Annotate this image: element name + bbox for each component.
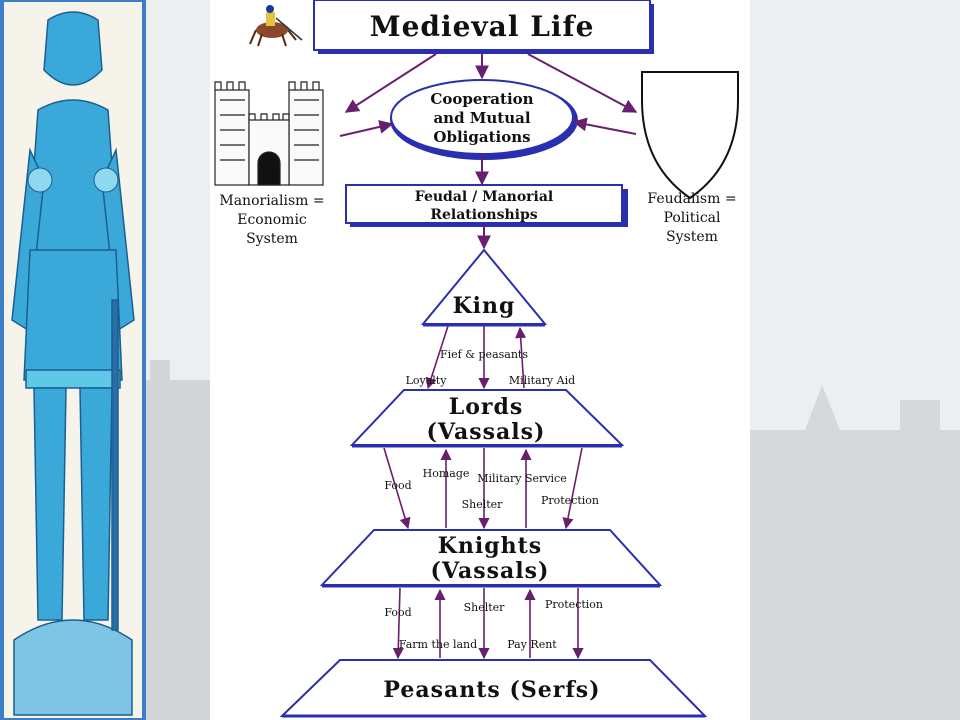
- military-aid-label: Military Aid: [509, 374, 575, 387]
- tier-king: King: [420, 248, 548, 327]
- knight-on-horse-icon: [249, 5, 303, 47]
- lk-shelter-label: Shelter: [462, 498, 504, 511]
- manorialism-caption-1: Manorialism =: [219, 193, 324, 209]
- knights-label-1: Knights: [438, 533, 542, 559]
- manorialism-caption-3: System: [246, 231, 298, 247]
- loyalty-label: Loyalty: [406, 374, 448, 387]
- feudalism-caption-3: System: [666, 229, 718, 245]
- lords-label-2: (Vassals): [427, 419, 546, 445]
- king-lords-arrows: [425, 325, 527, 390]
- knight-figure-strip: [0, 0, 146, 720]
- oval-line-1: Cooperation: [430, 90, 533, 108]
- homage-label: Homage: [423, 467, 470, 480]
- tier-knights: Knights (Vassals): [319, 529, 663, 588]
- title-box: Medieval Life: [313, 0, 654, 54]
- feudalism-caption-2: Political: [663, 210, 721, 226]
- castle-icon: [214, 81, 324, 186]
- feudal-manorial-banner: Feudal / Manorial Relationships: [345, 184, 628, 227]
- banner-line-1: Feudal / Manorial: [415, 189, 553, 205]
- manorialism-caption-2: Economic: [237, 212, 307, 228]
- fief-label: Fief & peasants: [440, 348, 528, 361]
- page-title: Medieval Life: [370, 10, 595, 43]
- peasants-label: Peasants (Serfs): [383, 677, 600, 703]
- military-service-label: Military Service: [477, 472, 566, 485]
- tier-lords: Lords (Vassals): [349, 389, 625, 448]
- banner-line-2: Relationships: [430, 207, 537, 223]
- lk-food-label: Food: [384, 479, 411, 492]
- castle-silhouette-right: [750, 385, 960, 720]
- kp-food-label: Food: [384, 606, 411, 619]
- shield-icon: [641, 71, 739, 200]
- cooperation-oval: Cooperation and Mutual Obligations: [390, 79, 578, 160]
- knights-peasants-arrows: [392, 587, 584, 660]
- pay-rent-label: Pay Rent: [507, 638, 557, 651]
- lords-label-1: Lords: [449, 394, 524, 420]
- feudalism-caption-1: Feudalism =: [647, 191, 736, 207]
- kp-shelter-label: Shelter: [464, 601, 506, 614]
- lords-knights-arrows: [383, 447, 583, 530]
- tier-peasants: Peasants (Serfs): [279, 659, 708, 718]
- king-label: King: [453, 293, 516, 319]
- castle-silhouette-left: [140, 360, 215, 720]
- farm-label: Farm the land: [399, 638, 477, 651]
- top-arrows: [339, 53, 638, 250]
- lk-protection-label: Protection: [541, 494, 599, 507]
- oval-line-2: and Mutual: [433, 109, 530, 127]
- kp-protection-label: Protection: [545, 598, 603, 611]
- oval-line-3: Obligations: [433, 128, 530, 146]
- knights-label-2: (Vassals): [431, 558, 550, 584]
